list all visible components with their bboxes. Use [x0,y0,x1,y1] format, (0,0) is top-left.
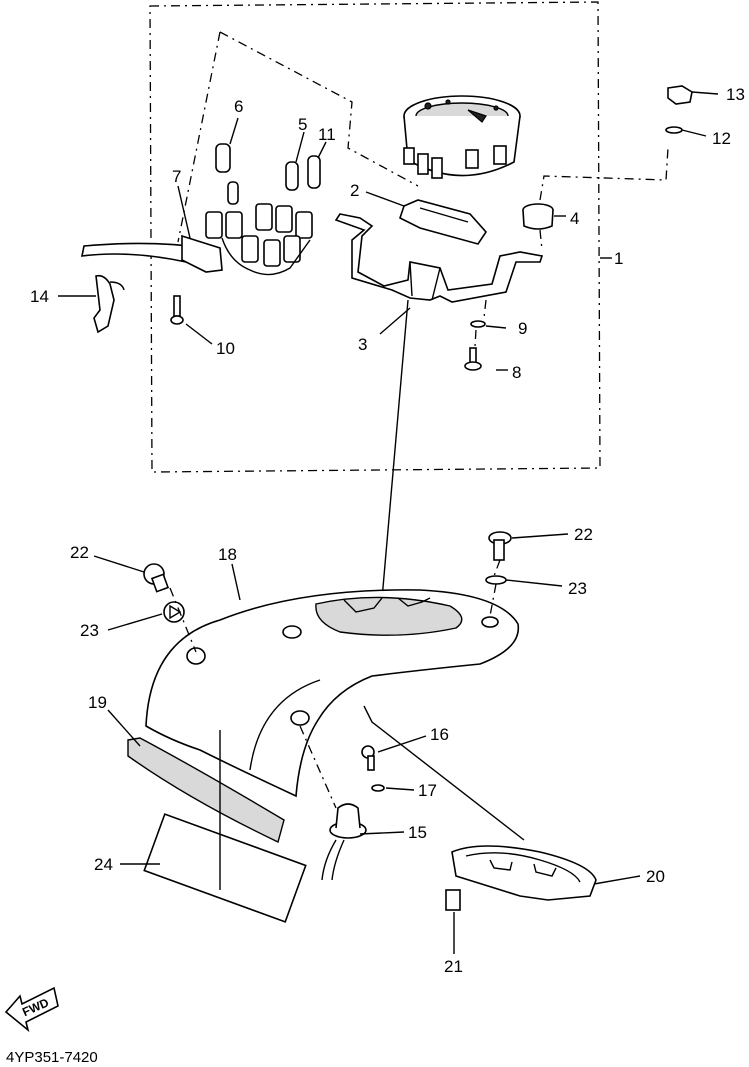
callout-2: 2 [350,181,359,200]
callout-9: 9 [518,319,527,338]
nut [667,85,693,105]
stud-connector-line [539,147,669,201]
speedometer-unit [403,95,521,179]
damper [522,203,554,230]
callout-5: 5 [298,115,307,134]
callout-3: 3 [358,335,367,354]
callout-12: 12 [712,129,731,148]
callout-13: 13 [726,85,745,104]
meter-assembly-boundary [149,1,601,473]
callout-10: 10 [216,339,235,358]
catalog-code: 4YP351-7420 [6,1049,98,1066]
callout-19: 19 [88,693,107,712]
callout-22-left: 22 [70,543,89,562]
label-plate [143,813,307,923]
callout-21: 21 [444,957,463,976]
clip-21 [445,889,461,911]
callout-1: 1 [614,249,623,268]
meter-bracket [334,213,544,303]
screw-16 [361,745,375,771]
meter-ring [451,845,597,901]
bolt-8 [464,347,482,371]
washer-23-right [485,575,507,585]
callout-22-right: 22 [574,525,593,544]
callout-6: 6 [234,97,243,116]
trim-strip [127,737,285,843]
bolt-22-right [488,531,512,561]
washer-17 [371,784,385,792]
callout-4: 4 [570,209,579,228]
callout-23-left: 23 [80,621,99,640]
callout-14: 14 [30,287,49,306]
socket-group-boundary [219,31,419,187]
leader-lines [58,91,719,954]
meter-panel [399,199,488,245]
callout-7: 7 [172,167,181,186]
washer-23-left [163,601,185,623]
callout-8: 8 [512,363,521,382]
bolt-22-left [143,563,170,593]
callout-20: 20 [646,867,665,886]
callout-15: 15 [408,823,427,842]
callout-18: 18 [218,545,237,564]
bracket-to-cover-line [379,299,409,623]
screw-10 [170,295,184,325]
washer-12 [665,126,683,134]
callout-11: 11 [318,125,336,144]
callout-23-right: 23 [568,579,587,598]
meter-cover [145,589,520,798]
washer-9 [470,320,486,328]
clamp-14 [93,274,125,334]
bulb-socket-harness [80,143,321,276]
callout-16: 16 [430,725,449,744]
fwd-arrow-icon: FWD [4,986,59,1033]
indicator-grommet [321,803,367,881]
callout-17: 17 [418,781,437,800]
callout-24: 24 [94,855,113,874]
ring-connector-line [363,705,525,841]
